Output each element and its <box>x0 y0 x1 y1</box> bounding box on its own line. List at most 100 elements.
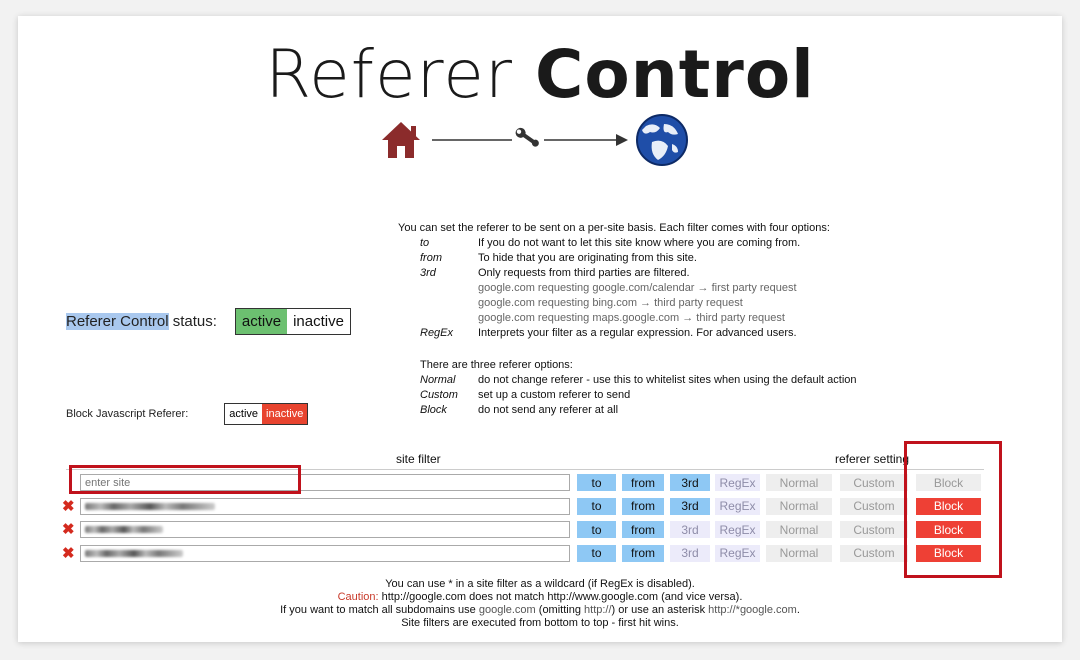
status-label-rest: status: <box>168 312 217 330</box>
custom-button[interactable]: Custom <box>840 497 908 515</box>
normal-button[interactable]: Normal <box>766 474 832 491</box>
js-active-button[interactable]: active <box>225 404 263 424</box>
title-bold: Control <box>534 36 815 113</box>
to-button[interactable]: to <box>577 497 616 515</box>
regex-button[interactable]: RegEx <box>715 497 760 515</box>
footer-line-4: Site filters are executed from bottom to… <box>401 617 679 629</box>
enter-site-input[interactable] <box>80 474 570 491</box>
highlight-box-site <box>69 465 301 494</box>
help-desc-custom: set up a custom referer to send <box>478 389 631 401</box>
footer-text-3: If you want to match all subdomains use <box>280 604 479 616</box>
from-button[interactable]: from <box>622 544 664 562</box>
help-key-to: to <box>420 237 430 249</box>
to-button[interactable]: to <box>577 521 616 538</box>
status-label: Referer Control status: <box>66 312 217 330</box>
options-page: Referer Control Referer Control sta <box>18 16 1062 642</box>
footer-text-6: . <box>796 604 800 616</box>
help-key-from: from <box>420 252 442 264</box>
third-button[interactable]: 3rd <box>670 544 710 562</box>
referer-options-list: Normal do not change referer - use this … <box>420 373 918 418</box>
help-text: You can set the referer to be sent on a … <box>398 221 918 418</box>
normal-button[interactable]: Normal <box>766 544 832 562</box>
site-field[interactable] <box>80 544 570 562</box>
block-button[interactable]: Block <box>916 497 981 515</box>
help-key-custom: Custom <box>420 389 458 401</box>
site-filter-header: site filter <box>396 452 441 466</box>
blurred-site-text <box>85 526 163 533</box>
help-key-3rd: 3rd <box>420 267 436 279</box>
js-referer-toggle: active inactive <box>224 403 309 425</box>
footer-text-4: (omitting <box>535 604 585 616</box>
block-button[interactable]: Block <box>916 474 981 491</box>
help-desc-3rd: Only requests from third parties are fil… <box>478 266 918 326</box>
highlight-box-block <box>904 441 1002 578</box>
footer-url-2: http://www.google.com <box>547 591 659 603</box>
caution-label: Caution: <box>337 591 379 603</box>
status-inactive-button[interactable]: inactive <box>287 308 350 334</box>
referer-setting-header: referer setting <box>835 452 910 466</box>
blurred-site-text <box>85 549 183 557</box>
custom-button[interactable]: Custom <box>840 521 908 538</box>
help-desc-from: To hide that you are originating from th… <box>478 252 697 264</box>
header-divider <box>66 469 984 470</box>
footer-text-5: ) or use an asterisk <box>611 604 709 616</box>
help-desc-to: If you do not want to let this site know… <box>478 237 801 249</box>
help-key-block: Block <box>420 404 447 416</box>
wrench-icon <box>515 127 539 147</box>
status-active-button[interactable]: active <box>235 308 288 334</box>
status-row: Referer Control status: active inactive <box>66 306 351 336</box>
home-icon <box>382 122 420 158</box>
custom-button[interactable]: Custom <box>840 544 908 562</box>
regex-button[interactable]: RegEx <box>715 544 760 562</box>
regex-button[interactable]: RegEx <box>715 521 760 538</box>
footer-line-1: You can use * in a site filter as a wild… <box>385 578 695 590</box>
help-key-normal: Normal <box>420 374 456 386</box>
from-button[interactable]: from <box>622 497 664 515</box>
block-button[interactable]: Block <box>916 521 981 538</box>
help-example-1: google.com requesting google.com/calenda… <box>478 282 797 294</box>
footer-text-2: (and vice versa). <box>658 591 743 603</box>
logo <box>382 114 688 166</box>
block-button[interactable]: Block <box>916 544 981 562</box>
third-button[interactable]: 3rd <box>670 497 710 515</box>
footer-proto: http:// <box>584 604 612 616</box>
normal-button[interactable]: Normal <box>766 497 832 515</box>
js-referer-label: Block Javascript Referer: <box>66 408 189 420</box>
help-example-2: google.com requesting bing.com → third p… <box>478 297 743 309</box>
js-inactive-button[interactable]: inactive <box>262 404 308 424</box>
from-button[interactable]: from <box>622 521 664 538</box>
delete-icon[interactable]: ✖ <box>62 544 75 562</box>
footer-notes: You can use * in a site filter as a wild… <box>0 578 1080 630</box>
status-label-highlight: Referer Control <box>66 312 169 330</box>
js-referer-row: Block Javascript Referer: active inactiv… <box>66 402 309 426</box>
page-title: Referer Control <box>18 42 1062 108</box>
help-intro: You can set the referer to be sent on a … <box>398 222 830 234</box>
site-field[interactable] <box>80 497 570 515</box>
help-desc-block: do not send any referer at all <box>478 404 619 416</box>
to-button[interactable]: to <box>577 474 616 491</box>
help-key-regex: RegEx <box>420 327 454 339</box>
from-button[interactable]: from <box>622 474 664 491</box>
delete-icon[interactable]: ✖ <box>62 521 75 538</box>
blurred-site-text <box>85 502 215 510</box>
title-light: Referer <box>265 36 513 113</box>
footer-url-1: http://google.com <box>378 591 467 603</box>
footer-line-2: Caution: http://google.com does not matc… <box>0 591 1080 604</box>
status-toggle: active inactive <box>234 307 351 335</box>
help-desc-regex: Interprets your filter as a regular expr… <box>478 327 797 339</box>
arrow-right-icon <box>616 134 628 146</box>
footer-line-3: If you want to match all subdomains use … <box>0 604 1080 617</box>
regex-button[interactable]: RegEx <box>715 474 760 491</box>
custom-button[interactable]: Custom <box>840 474 908 491</box>
delete-icon[interactable]: ✖ <box>62 497 75 515</box>
to-button[interactable]: to <box>577 544 616 562</box>
third-button[interactable]: 3rd <box>670 474 710 491</box>
help-desc-normal: do not change referer - use this to whit… <box>478 374 857 386</box>
normal-button[interactable]: Normal <box>766 521 832 538</box>
site-field[interactable] <box>80 521 570 538</box>
footer-domain: google.com <box>478 604 536 616</box>
help-intro2: There are three referer options: <box>420 359 573 371</box>
filter-options-list: to If you do not want to let this site k… <box>420 236 918 341</box>
help-desc-3rd-text: Only requests from third parties are fil… <box>478 267 690 279</box>
third-button[interactable]: 3rd <box>670 521 710 538</box>
